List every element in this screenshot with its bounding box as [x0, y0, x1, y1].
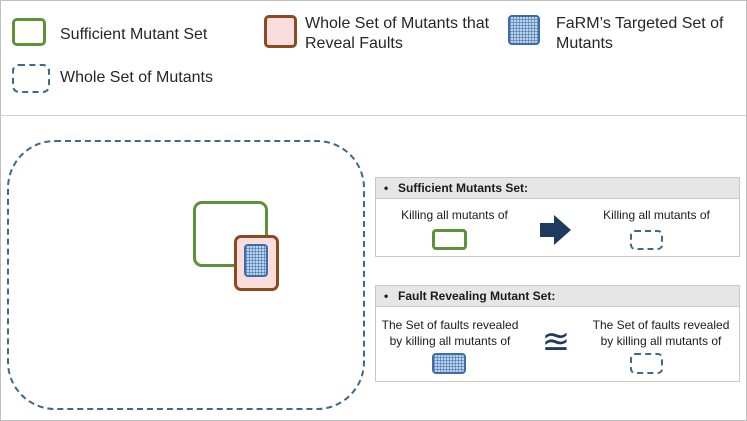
panel-sufficient-right-text: Killing all mutants of: [603, 208, 710, 222]
panel-sufficient-green-icon: [432, 229, 467, 250]
bullet-icon: •: [384, 181, 389, 195]
panel-fault-header: • Fault Revealing Mutant Set:: [376, 286, 739, 307]
panel-fault: • Fault Revealing Mutant Set: The Set of …: [375, 285, 740, 382]
farm-targeted-set-region: [244, 244, 268, 277]
approximately-equal-icon: ≊: [541, 322, 571, 362]
panel-sufficient-header: • Sufficient Mutants Set:: [376, 178, 739, 199]
legend-label-whole-reveal: Whole Set of Mutants that Reveal Faults: [305, 15, 490, 52]
legend-label-whole: Whole Set of Mutants: [60, 69, 213, 86]
panel-fault-dash-icon: [630, 353, 663, 374]
legend-swatch-whole-reveal: [264, 15, 297, 48]
panel-sufficient-dash-icon: [630, 230, 663, 250]
panel-fault-hatch-icon: [432, 353, 466, 374]
panel-sufficient-left-text: Killing all mutants of: [401, 208, 508, 222]
panel-fault-right-text: The Set of faults revealed by killing al…: [592, 318, 730, 348]
legend-label-farm-targeted: FaRM’s Targeted Set of Mutants: [556, 15, 724, 52]
legend-swatch-sufficient: [12, 18, 46, 46]
panel-sufficient-title: Sufficient Mutants Set:: [398, 181, 529, 195]
legend-label-sufficient: Sufficient Mutant Set: [60, 26, 208, 43]
section-divider: [0, 115, 747, 116]
legend-swatch-farm-targeted: [508, 15, 540, 45]
bullet-icon: •: [384, 289, 389, 303]
implies-arrow-icon: [540, 215, 571, 245]
sufficient-set-region: [193, 201, 268, 267]
panel-fault-left-text: The Set of faults revealed by killing al…: [381, 318, 519, 348]
panel-fault-title: Fault Revealing Mutant Set:: [398, 289, 556, 303]
whole-set-region: [7, 140, 365, 410]
legend-swatch-whole: [12, 64, 50, 93]
panel-sufficient: • Sufficient Mutants Set: Killing all mut…: [375, 177, 740, 257]
